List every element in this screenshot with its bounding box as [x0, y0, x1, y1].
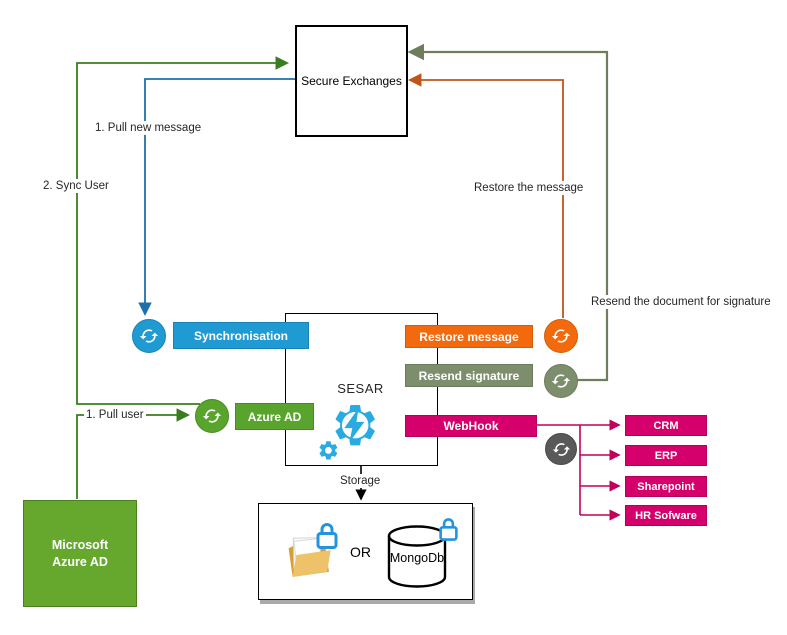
secure-exchanges-label: Secure Exchanges [301, 74, 402, 88]
sync-icon [551, 374, 571, 388]
webhook-pill: WebHook [405, 415, 537, 437]
or-label: OR [350, 544, 371, 560]
sharepoint-label: Sharepoint [637, 480, 695, 493]
restore-message-pill: Restore message [405, 325, 533, 348]
hr-software-node: HR Sofware [625, 505, 707, 526]
ms-azure-label-line2: Azure AD [52, 554, 108, 569]
sync-icon [551, 329, 571, 343]
resend-signature-label: Resend signature [418, 368, 520, 383]
mongodb-database-icon [387, 525, 447, 588]
webhook-label: WebHook [443, 419, 499, 433]
sync-badge-sage [544, 364, 578, 398]
sesar-label: SESAR [337, 381, 384, 396]
lightning-icon [344, 407, 365, 443]
sync-badge-gray [545, 433, 577, 465]
crm-label: CRM [653, 419, 679, 432]
edge-label-pull-new-message: 1. Pull new message [93, 121, 204, 135]
sharepoint-node: Sharepoint [625, 476, 707, 497]
erp-label: ERP [654, 449, 678, 462]
hr-software-label: HR Sofware [635, 509, 697, 522]
microsoft-azure-ad-node: Microsoft Azure AD [23, 500, 137, 607]
gear-lightning-icon [319, 405, 375, 460]
resend-signature-pill: Resend signature [405, 364, 533, 387]
secure-exchanges-node: Secure Exchanges [295, 25, 408, 137]
edge-label-storage: Storage [338, 474, 383, 488]
sync-badge-blue [132, 319, 166, 353]
lock-icon [316, 523, 338, 549]
sync-badge-green [195, 399, 229, 433]
edge-label-pull-user: 1. Pull user [84, 408, 146, 422]
azure-ad-label: Azure AD [247, 409, 302, 424]
crm-node: CRM [625, 415, 707, 436]
folder-icon [288, 537, 331, 577]
ms-azure-label-line1: Microsoft [51, 537, 109, 552]
edge-label-resend-document: Resend the document for signature [589, 295, 773, 309]
azure-ad-pill: Azure AD [235, 403, 314, 430]
edge-label-restore-the-message: Restore the message [472, 181, 586, 195]
sync-icon [552, 442, 570, 456]
lock-icon [439, 518, 458, 541]
erp-node: ERP [625, 445, 707, 466]
mongodb-label: MongoDb [389, 551, 445, 565]
sync-badge-orange [544, 319, 578, 353]
synchronisation-label: Synchronisation [193, 328, 288, 343]
sync-icon [139, 329, 159, 343]
edge-label-sync-user: 2. Sync User [41, 179, 111, 193]
sync-icon [202, 409, 222, 423]
synchronisation-pill: Synchronisation [173, 322, 309, 349]
restore-message-label: Restore message [419, 329, 519, 344]
